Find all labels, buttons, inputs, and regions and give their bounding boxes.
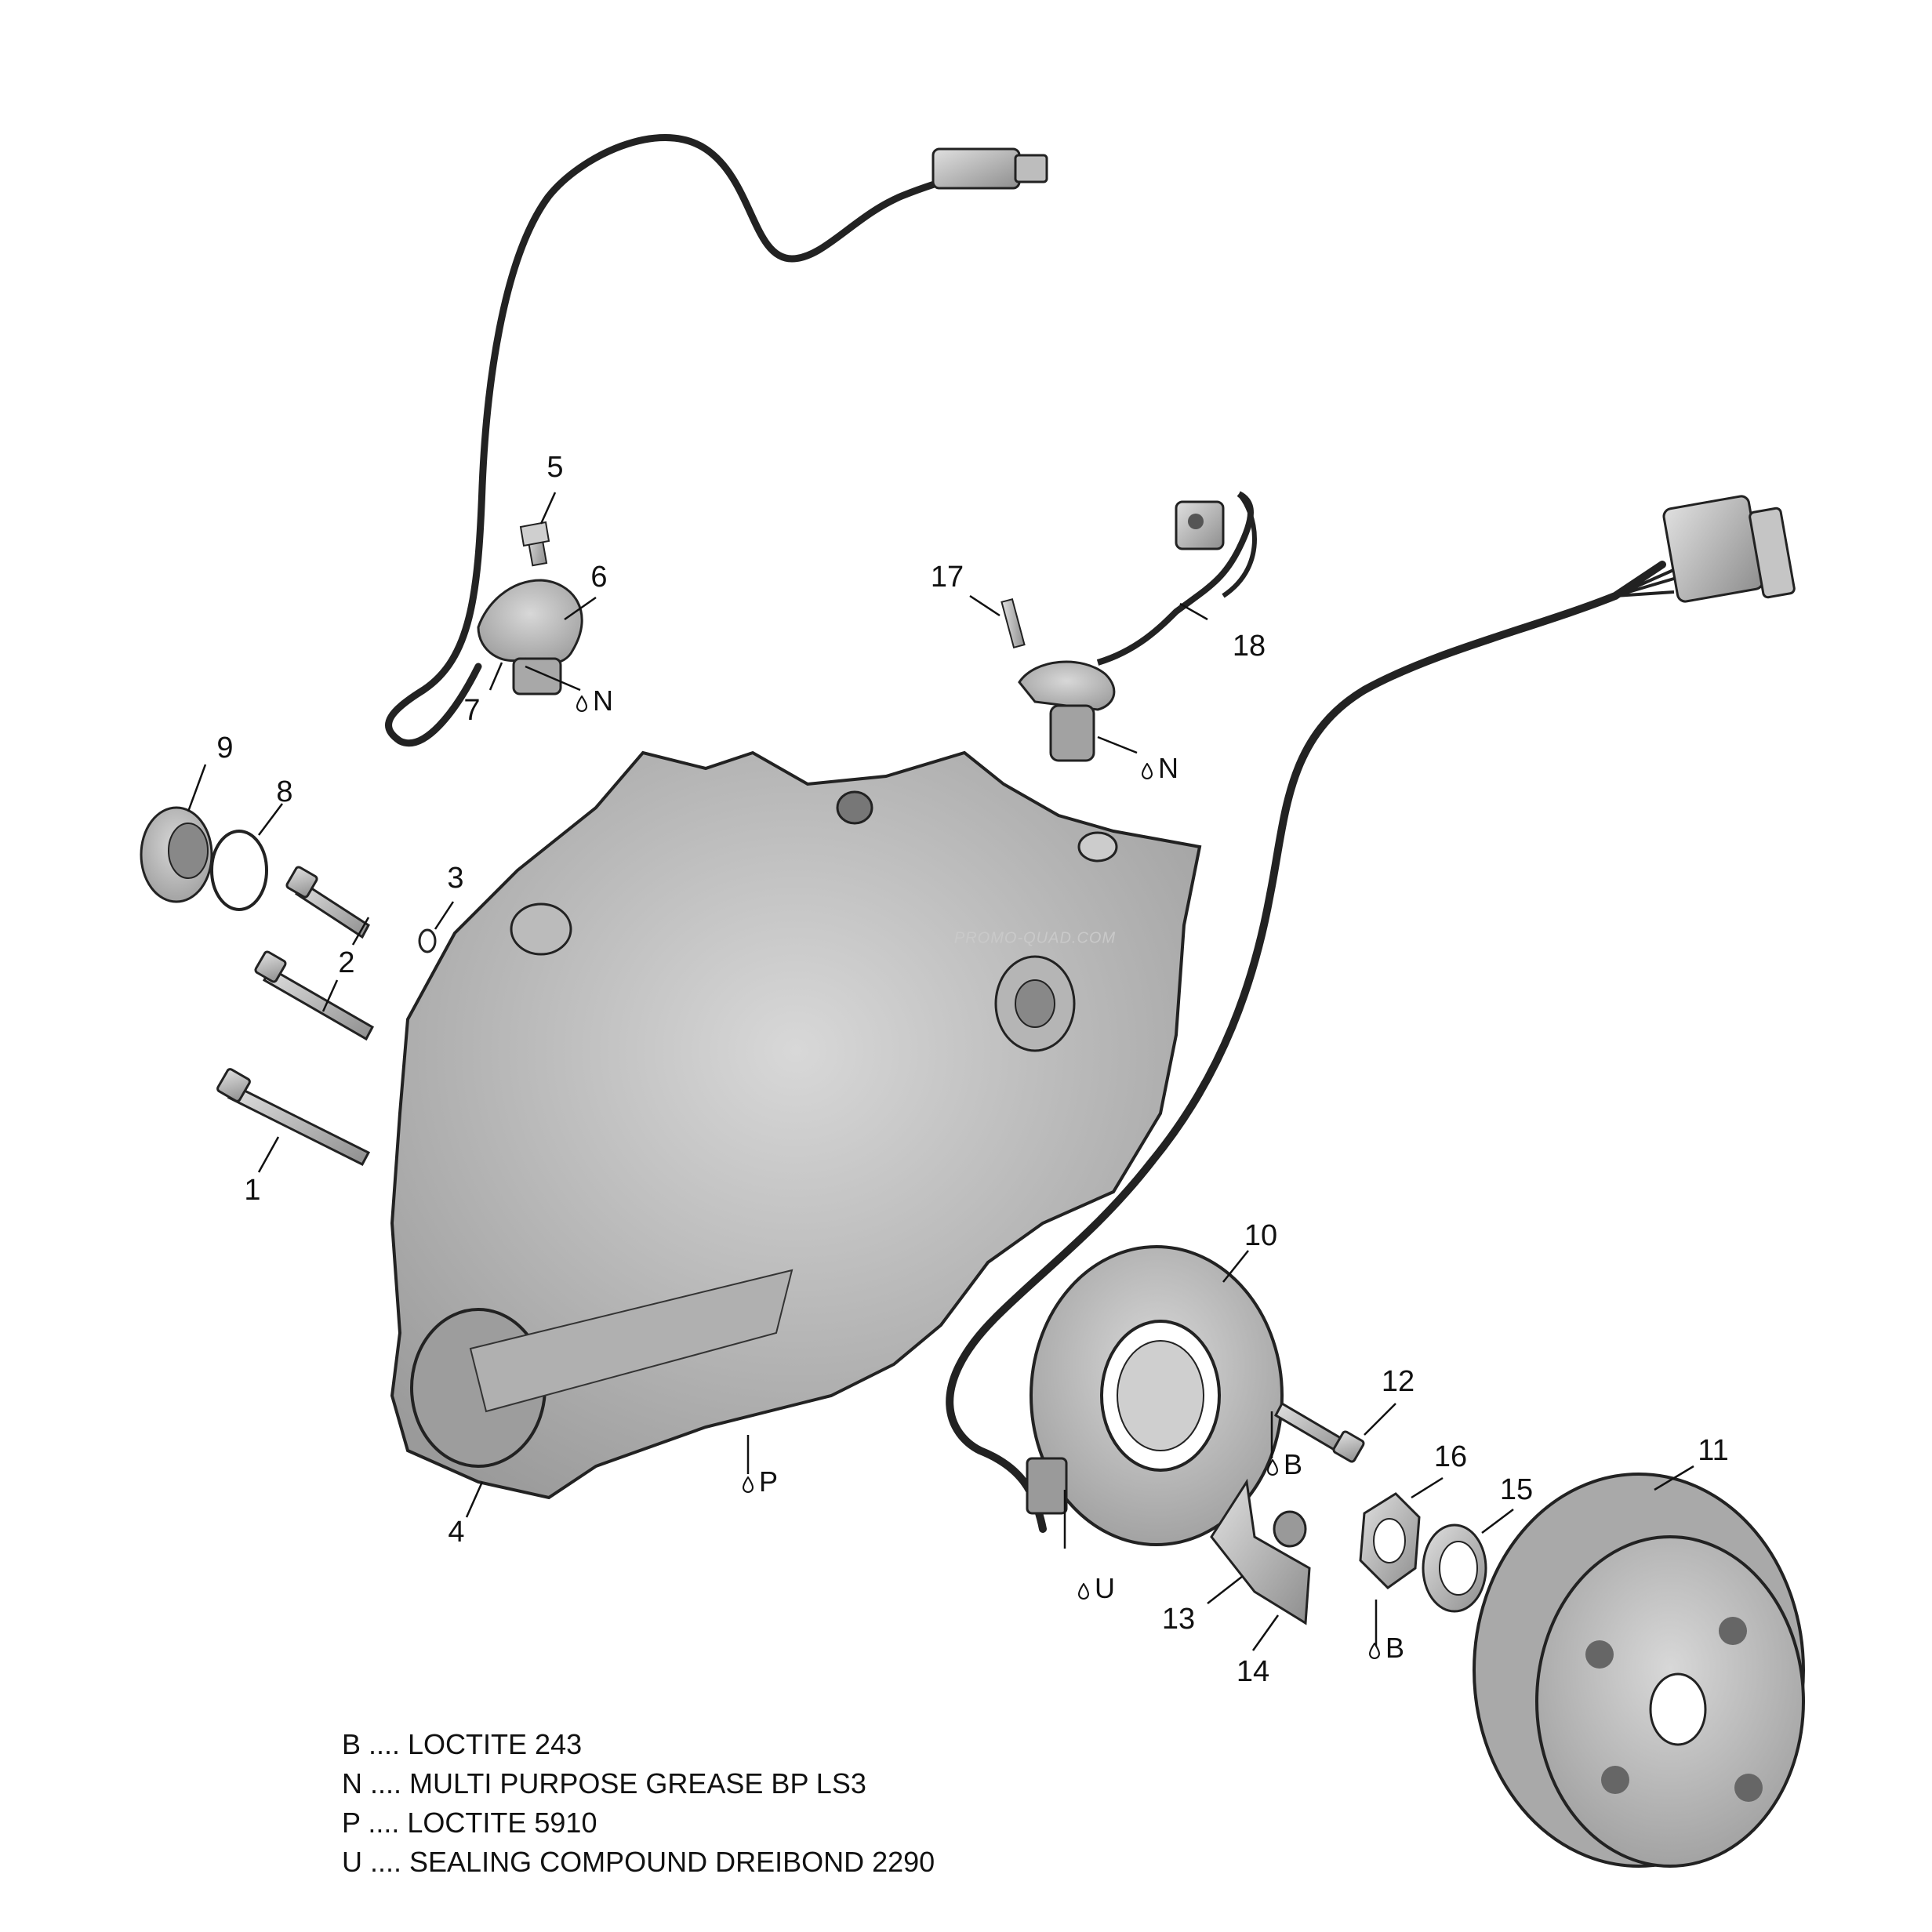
bolts-part-1-2 xyxy=(216,866,375,1166)
stator-part-10 xyxy=(1026,1245,1284,1546)
part-label-4: 4 xyxy=(448,1516,465,1549)
callout-n-right: N xyxy=(1141,754,1178,783)
crank-sensor-wire xyxy=(385,133,1048,747)
droplet-icon xyxy=(1077,1583,1090,1600)
droplet-icon xyxy=(1266,1459,1279,1476)
part-label-6: 6 xyxy=(590,561,608,594)
part-label-17: 17 xyxy=(930,561,964,594)
part-label-12: 12 xyxy=(1381,1365,1415,1398)
callout-u: U xyxy=(1077,1574,1115,1603)
part-label-2: 2 xyxy=(338,946,355,979)
legend-entry-n: N .... MULTI PURPOSE GREASE BP LS3 xyxy=(342,1767,866,1799)
part-label-1: 1 xyxy=(244,1174,261,1207)
part-label-7: 7 xyxy=(463,694,481,727)
o-ring-part-8 xyxy=(210,830,268,911)
part-label-8: 8 xyxy=(276,775,293,808)
magneto-cover-part-4 xyxy=(390,750,1202,1500)
callout-n-left: N xyxy=(576,687,613,715)
plug-part-9 xyxy=(140,806,213,903)
callout-b-nut-text: B xyxy=(1385,1632,1405,1664)
callout-p-text: P xyxy=(759,1465,779,1498)
callout-b-bolt: B xyxy=(1266,1451,1302,1479)
rotor-part-11 xyxy=(1473,1473,1805,1868)
part-label-14: 14 xyxy=(1236,1655,1270,1688)
part-label-5: 5 xyxy=(547,451,564,484)
part-label-15: 15 xyxy=(1499,1473,1534,1506)
sensor-part-18 xyxy=(1000,491,1257,762)
droplet-icon xyxy=(1368,1643,1381,1659)
part-label-11: 11 xyxy=(1698,1434,1729,1467)
bracket-part-13-14 xyxy=(1210,1478,1311,1625)
part-label-18: 18 xyxy=(1232,630,1266,663)
legend-entry-u: U .... SEALING COMPOUND DREIBOND 2290 xyxy=(342,1846,935,1878)
part-label-9: 9 xyxy=(216,732,234,764)
part-label-13: 13 xyxy=(1161,1603,1196,1636)
watermark: PROMO-QUAD.COM xyxy=(953,929,1117,947)
callout-n-left-text: N xyxy=(593,685,613,717)
callout-p: P xyxy=(742,1468,778,1496)
bolt-part-12 xyxy=(1273,1401,1365,1463)
callout-u-text: U xyxy=(1095,1572,1115,1604)
droplet-icon xyxy=(742,1476,754,1493)
callout-b-nut: B xyxy=(1368,1634,1404,1662)
compound-legend: B .... LOCTITE 243 N .... MULTI PURPOSE … xyxy=(342,1725,935,1882)
callout-b-bolt-text: B xyxy=(1284,1448,1303,1480)
droplet-icon xyxy=(1141,763,1153,779)
callout-n-right-text: N xyxy=(1158,752,1178,784)
legend-entry-p: P .... LOCTITE 5910 xyxy=(342,1807,597,1839)
o-ring-part-3 xyxy=(418,928,437,953)
nut-part-16 xyxy=(1359,1492,1421,1589)
part-label-16: 16 xyxy=(1433,1440,1468,1473)
leader-lines xyxy=(187,492,1694,1651)
legend-entry-b: B .... LOCTITE 243 xyxy=(342,1728,583,1760)
part-label-3: 3 xyxy=(447,862,464,895)
washer-part-15 xyxy=(1422,1523,1487,1613)
part-label-10: 10 xyxy=(1244,1219,1278,1252)
sensor-part-6 xyxy=(477,521,583,695)
droplet-icon xyxy=(576,695,588,712)
stator-harness xyxy=(946,495,1796,1533)
